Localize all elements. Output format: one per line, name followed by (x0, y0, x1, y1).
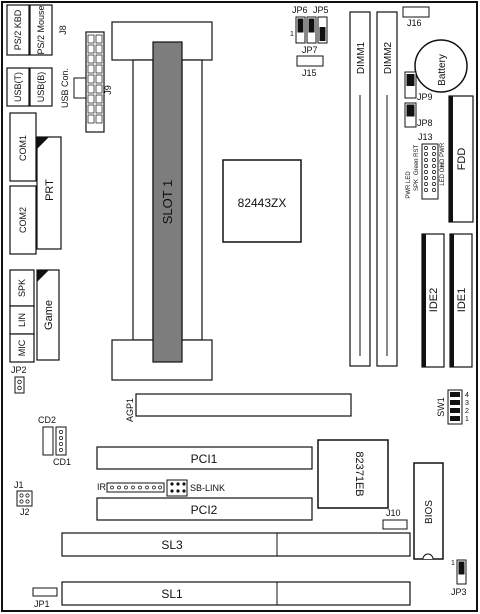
j16-label: J16 (407, 18, 422, 28)
usb-bottom-connector (29, 67, 53, 107)
green-rst-label: Green RST (414, 144, 420, 175)
sw1-pos-4: 4 (465, 392, 469, 399)
lin-label: LIN (17, 313, 27, 327)
j13-pins (424, 146, 436, 192)
jp2-jumper (14, 376, 25, 394)
southbridge-label: 82371EB (353, 451, 365, 496)
dimm1-label: DIMM1 (356, 41, 367, 74)
sw1-pos-2: 2 (465, 408, 469, 415)
jp3-pin-one: 1 (451, 560, 455, 567)
battery (414, 39, 468, 93)
sl1-slot (61, 581, 411, 606)
usb-top-label: USB(T) (13, 72, 23, 102)
agp1-label: AGP1 (125, 398, 135, 422)
pci1-slot (96, 446, 313, 470)
ps2-kbd-label: PS/2 KBD (13, 9, 23, 50)
jp5-label: JP5 (313, 5, 329, 15)
sw1-pos-1: 1 (465, 416, 469, 423)
jp1-header (32, 587, 58, 597)
pci2-slot (96, 497, 313, 521)
j15-label: J15 (302, 68, 317, 78)
pwr-led-label: PWR LED (406, 171, 412, 199)
southbridge-chip (317, 439, 389, 509)
agp1-slot (135, 393, 352, 417)
jp1-label: JP1 (34, 599, 50, 609)
game-label: Game (43, 300, 55, 330)
usb-top-connector (6, 67, 30, 107)
slot1-frame-right (181, 59, 203, 341)
sw1-label: SW1 (436, 397, 446, 417)
j16-header (402, 6, 430, 18)
usb-con-header (73, 77, 87, 99)
prt-connector (36, 136, 62, 250)
j1-j2-header (16, 490, 33, 507)
jp7-pin-one: 1 (290, 31, 294, 38)
mic-label: MIC (17, 339, 27, 356)
cd1-header (55, 426, 67, 456)
pci1-label: PCI1 (191, 452, 218, 466)
usb-bottom-label: USB(B) (36, 72, 46, 103)
cd2-header (42, 426, 54, 456)
game-corner-marker (37, 270, 49, 282)
jp9-label: JP9 (417, 92, 433, 102)
j9-power-connector (85, 31, 105, 133)
slot1-frame-left (132, 59, 154, 341)
prt-corner-marker (37, 137, 49, 149)
fdd-label: FDD (456, 148, 468, 171)
ide1-label: IDE1 (456, 288, 468, 312)
dimm2-label: DIMM2 (383, 41, 394, 74)
j8-label: J8 (58, 25, 68, 35)
prt-label: PRT (44, 179, 56, 201)
sl3-slot (61, 532, 411, 557)
sb-link-label: SB-LINK (190, 483, 225, 493)
jp2-label: JP2 (11, 365, 27, 375)
j9-pins (87, 34, 103, 124)
mic-jack (9, 333, 35, 363)
northbridge-label: 82443ZX (238, 196, 287, 210)
sb-link-header (166, 479, 188, 497)
jp3-label: JP3 (451, 587, 467, 597)
jp8-label: JP8 (417, 118, 433, 128)
ps2-mouse-label: PS/2 Mouse (36, 5, 46, 54)
northbridge-chip (222, 159, 302, 243)
j15-header (296, 55, 324, 67)
cd1-label: CD1 (53, 457, 71, 467)
sw1-pos-3: 3 (465, 400, 469, 407)
j10-header (382, 519, 408, 530)
ps2-mouse-connector (29, 4, 53, 56)
spk-small-label: SPK (414, 179, 420, 191)
sl3-label: SL3 (161, 538, 183, 552)
usb-con-label: USB Con. (60, 68, 70, 108)
com1-label: COM1 (18, 135, 28, 161)
ps2-kbd-connector (6, 4, 30, 56)
battery-label: Battery (437, 54, 448, 86)
ir-header (106, 482, 165, 493)
bios-label: BIOS (424, 500, 435, 524)
spk-jack (9, 269, 35, 307)
com1-connector (9, 112, 37, 182)
led-on-label: LED On (440, 164, 446, 185)
j9-label: J9 (103, 85, 113, 95)
j1-label: J1 (14, 480, 24, 490)
slot1-connector (152, 41, 183, 363)
sw1-dip-switch (447, 389, 463, 425)
com2-connector (9, 185, 37, 255)
j13-front-panel-header (421, 143, 439, 200)
sl1-label: SL1 (161, 587, 183, 601)
cd2-label: CD2 (38, 415, 56, 425)
jp7-label: JP7 (302, 45, 318, 55)
spk-label: SPK (17, 279, 27, 297)
j13-label: J13 (418, 132, 433, 142)
com2-label: COM2 (18, 207, 28, 233)
pci2-label: PCI2 (191, 503, 218, 517)
hd-pwr-label: HD PWR (440, 142, 446, 167)
ide2-label: IDE2 (428, 288, 440, 312)
j2-label: J2 (20, 507, 30, 517)
slot1-label: SLOT 1 (160, 180, 175, 225)
j10-label: J10 (386, 508, 401, 518)
jp6-label: JP6 (292, 5, 308, 15)
ir-label: IR (97, 482, 107, 492)
